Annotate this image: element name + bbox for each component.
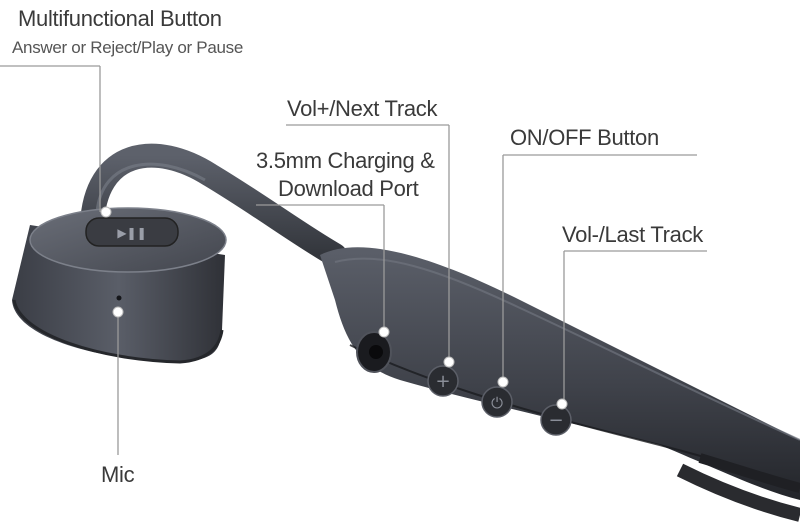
power-label: ON/OFF Button bbox=[510, 125, 659, 150]
vol-down-label: Vol-/Last Track bbox=[562, 222, 704, 247]
callout-dots bbox=[100, 206, 568, 410]
neckband bbox=[80, 143, 347, 267]
svg-text:+: + bbox=[435, 371, 450, 392]
vol-up-button[interactable]: + bbox=[427, 365, 459, 397]
multifunction-button[interactable]: ▶❚❚ bbox=[85, 217, 179, 247]
power-button[interactable]: ⏻ bbox=[481, 386, 513, 418]
svg-text:▶❚❚: ▶❚❚ bbox=[117, 226, 146, 240]
svg-text:⏻: ⏻ bbox=[491, 394, 503, 412]
charging-port[interactable] bbox=[356, 331, 392, 373]
vol-up-label: Vol+/Next Track bbox=[287, 96, 438, 121]
multifunction-subtitle: Answer or Reject/Play or Pause bbox=[12, 38, 243, 57]
vol-down-button[interactable]: − bbox=[540, 404, 572, 436]
port-label-line2: Download Port bbox=[278, 176, 419, 201]
callout-lines bbox=[0, 65, 707, 455]
svg-text:−: − bbox=[548, 410, 563, 431]
mic-hole bbox=[116, 295, 122, 301]
mic-label: Mic bbox=[101, 462, 135, 487]
multifunction-title: Multifunctional Button bbox=[18, 6, 222, 31]
cable bbox=[676, 453, 800, 522]
port-label-line1: 3.5mm Charging & bbox=[256, 148, 435, 173]
